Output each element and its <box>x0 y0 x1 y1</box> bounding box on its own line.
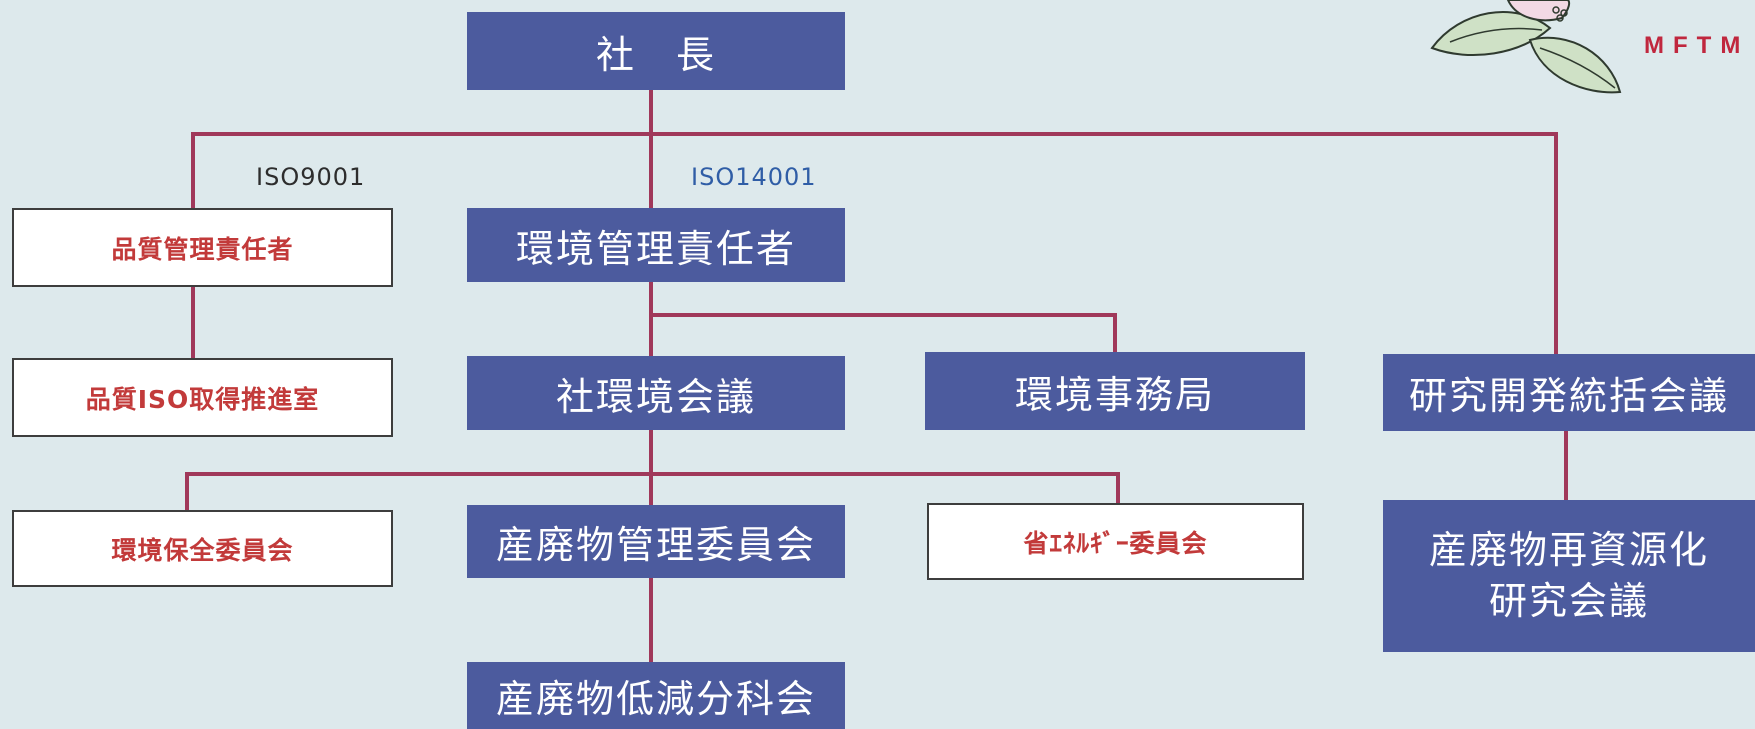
node-waste-reduction-subcommittee: 産廃物低減分科会 <box>467 662 845 729</box>
node-quality-iso-office: 品質ISO取得推進室 <box>12 358 393 437</box>
flower-logo-icon <box>1430 0 1622 94</box>
node-env-secretariat: 環境事務局 <box>925 352 1305 430</box>
logo-text: MFTM <box>1644 32 1750 59</box>
node-company-env-council: 社環境会議 <box>467 356 845 430</box>
label-iso14001: ISO14001 <box>691 163 817 191</box>
node-energy-saving-committee: 省ｴﾈﾙｷﾞｰ委員会 <box>927 503 1304 580</box>
node-environment-manager: 環境管理責任者 <box>467 208 845 282</box>
node-env-conservation-committee: 環境保全委員会 <box>12 510 393 587</box>
label-iso9001: ISO9001 <box>256 163 366 191</box>
node-rd-council: 研究開発統括会議 <box>1383 354 1755 431</box>
node-waste-recycling-council: 産廃物再資源化 研究会議 <box>1383 500 1755 652</box>
node-quality-manager: 品質管理責任者 <box>12 208 393 287</box>
node-president: 社 長 <box>467 12 845 90</box>
node-waste-management-committee: 産廃物管理委員会 <box>467 505 845 578</box>
